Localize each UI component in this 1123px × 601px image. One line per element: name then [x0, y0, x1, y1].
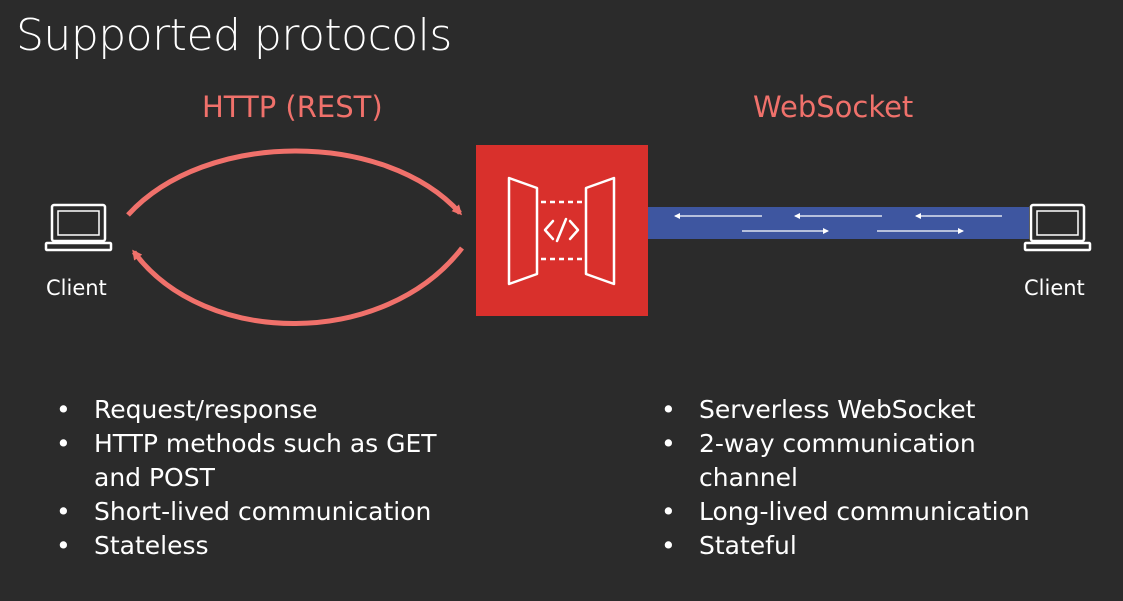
websocket-message-arrows — [674, 213, 1002, 234]
list-item: Stateless — [56, 529, 476, 563]
websocket-channel — [647, 207, 1029, 239]
http-feature-list: Request/response HTTP methods such as GE… — [56, 393, 476, 563]
list-item: HTTP methods such as GET and POST — [56, 427, 476, 495]
websocket-feature-list: Serverless WebSocket 2-way communication… — [661, 393, 1081, 563]
list-item: Long-lived communication — [661, 495, 1081, 529]
list-item: Short-lived communication — [56, 495, 476, 529]
http-response-arrow — [131, 246, 464, 326]
laptop-icon — [44, 203, 113, 252]
http-request-arrow — [126, 148, 463, 217]
websocket-heading: WebSocket — [753, 90, 914, 124]
api-gateway-icon — [476, 145, 648, 316]
client-label-left: Client — [46, 276, 107, 300]
list-item: Serverless WebSocket — [661, 393, 1081, 427]
client-label-right: Client — [1024, 276, 1085, 300]
laptop-icon — [1023, 203, 1092, 252]
http-rest-heading: HTTP (REST) — [202, 90, 383, 124]
list-item: Request/response — [56, 393, 476, 427]
page-title: Supported protocols — [16, 10, 452, 61]
list-item: Stateful — [661, 529, 1081, 563]
list-item: 2-way communication channel — [661, 427, 1081, 495]
